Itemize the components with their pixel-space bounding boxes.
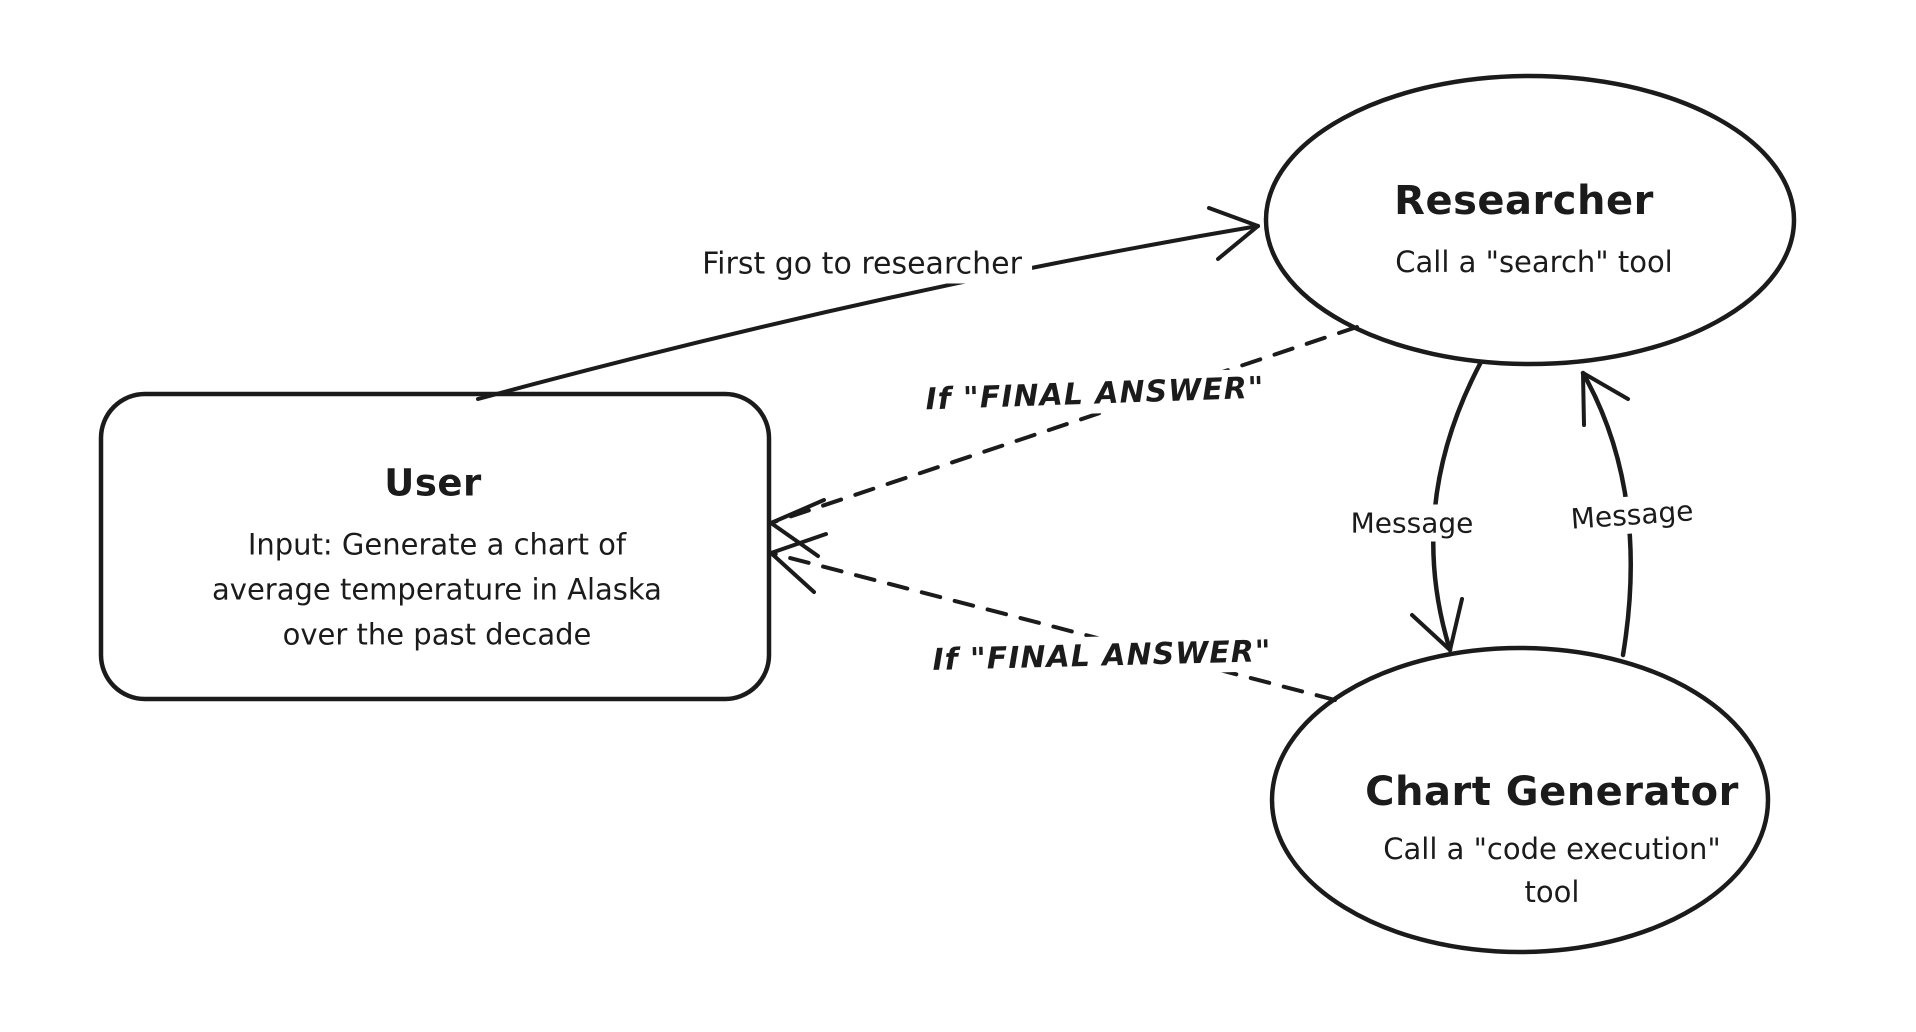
dashed-arrow-researcher-to-user <box>769 325 1359 525</box>
researcher-title: Researcher <box>1394 178 1654 224</box>
researcher-subtitle: Call a "search" tool <box>1395 245 1673 279</box>
chart-generator-ellipse <box>1269 645 1771 955</box>
arrowhead-researcher-to-user-icon <box>769 498 826 558</box>
arrowhead-chart-generator-to-user-icon <box>769 532 828 594</box>
arrowhead-chart-generator-to-researcher-icon <box>1581 371 1630 427</box>
user-input-text: Input: Generate a chart of average tempe… <box>212 527 662 652</box>
arrowhead-user-to-researcher-icon <box>1207 206 1260 261</box>
user-box-outline <box>98 391 772 702</box>
chart-generator-subtitle: Call a "code execution" tool <box>1383 832 1721 909</box>
edge-label-message-left: Message <box>1340 504 1484 542</box>
arrowhead-researcher-to-chart-generator-icon <box>1410 597 1464 652</box>
arrow-user-to-researcher <box>476 224 1260 401</box>
dashed-arrow-chart-generator-to-user <box>769 551 1337 702</box>
chart-generator-title: Chart Generator <box>1365 769 1739 815</box>
researcher-ellipse <box>1263 73 1797 367</box>
user-title: User <box>384 461 482 505</box>
edge-label-first-go-to-researcher: First go to researcher <box>692 244 1032 284</box>
